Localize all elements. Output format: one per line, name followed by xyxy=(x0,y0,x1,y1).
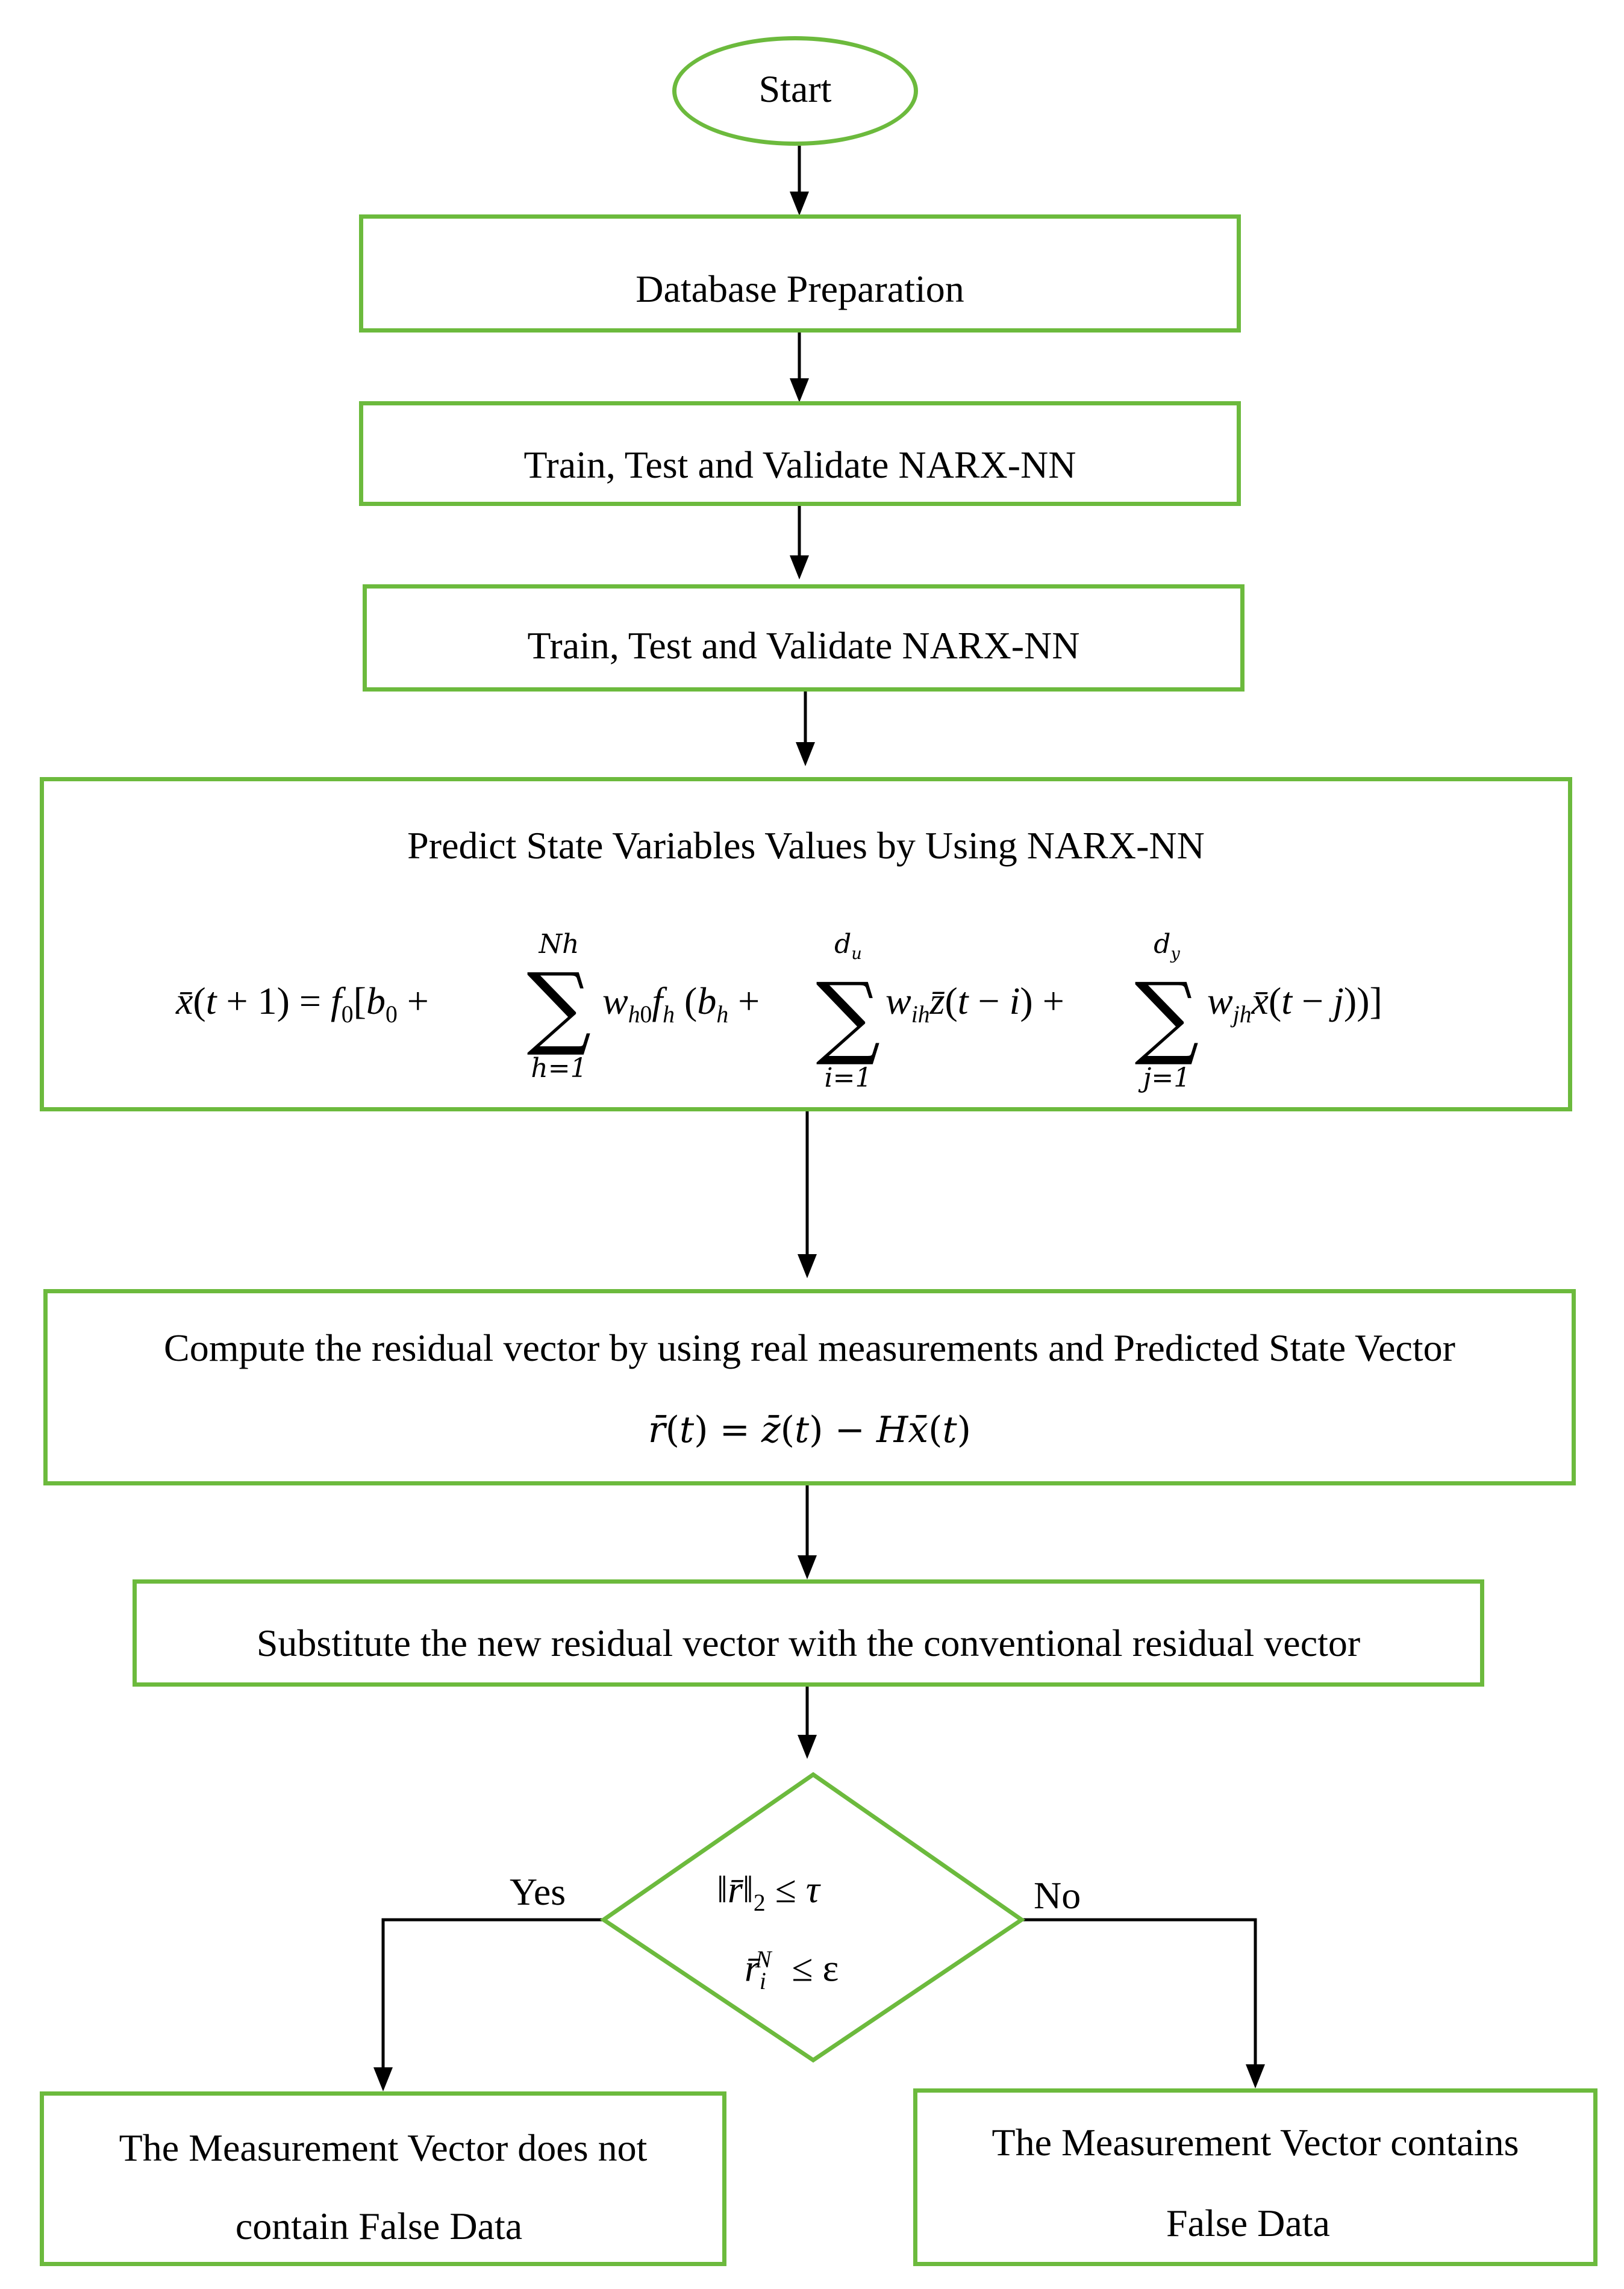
arrowhead-no xyxy=(1246,2064,1265,2088)
arrowhead-database xyxy=(790,192,809,216)
equation-part-2: wh0fh (bh + xyxy=(602,979,760,1028)
database-preparation-label: Database Preparation xyxy=(636,267,964,310)
compute-box: Compute the residual vector by using rea… xyxy=(43,1289,1576,1485)
decision-diamond xyxy=(599,1772,1026,2063)
arrowhead-predict xyxy=(796,742,815,766)
result-no-false-line-2: contain False Data xyxy=(235,2205,523,2247)
arrowhead-substitute xyxy=(798,1555,817,1579)
train-box-2: Train, Test and Validate NARX-NN xyxy=(363,584,1245,692)
arrowhead-train2 xyxy=(790,555,809,579)
residual-equation: r̄(t) = z̄(t) − Hx̄(t) xyxy=(648,1409,972,1451)
predict-title: Predict State Variables Values by Using … xyxy=(407,824,1205,867)
substitute-label: Substitute the new residual vector with … xyxy=(256,1622,1361,1664)
result-no-false-data-box: The Measurement Vector does not contain … xyxy=(40,2091,726,2266)
substitute-box: Substitute the new residual vector with … xyxy=(133,1579,1484,1687)
result-no-false-line-1: The Measurement Vector does not xyxy=(119,2126,648,2169)
result-false-line-1: The Measurement Vector contains xyxy=(992,2121,1519,2164)
sum-h: Nh∑h=1 xyxy=(526,929,592,1084)
arrow-yes-branch xyxy=(381,1918,604,2067)
train-label-1: Train, Test and Validate NARX-NN xyxy=(523,443,1076,486)
arrow-no-branch xyxy=(1022,1918,1257,2064)
result-false-data-box: The Measurement Vector contains False Da… xyxy=(913,2088,1597,2266)
yes-label: Yes xyxy=(510,1870,566,1913)
equation-part-3: wihz̄(t − i) + xyxy=(885,979,1064,1028)
equation-part-4: wjhx̄(t − j))] xyxy=(1207,979,1382,1028)
start-node: Start xyxy=(672,36,918,146)
start-label: Start xyxy=(758,67,832,110)
arrowhead-decision xyxy=(798,1735,817,1759)
result-false-line-2: False Data xyxy=(1166,2202,1330,2244)
equation-part-1: x̄(t + 1) = f0[b0 + xyxy=(176,979,429,1028)
arrowhead-compute xyxy=(798,1254,817,1278)
no-label: No xyxy=(1034,1874,1081,1917)
decision-condition-2: r̄iN ≤ ε xyxy=(745,1946,839,1995)
train-box-1: Train, Test and Validate NARX-NN xyxy=(359,401,1241,506)
sum-i: du∑i=1 xyxy=(816,929,881,1093)
train-label-2: Train, Test and Validate NARX-NN xyxy=(527,624,1080,667)
arrowhead-train1 xyxy=(790,378,809,402)
sum-j: dy∑j=1 xyxy=(1134,929,1199,1093)
database-preparation-box: Database Preparation xyxy=(359,214,1241,333)
predict-box: Predict State Variables Values by Using … xyxy=(40,777,1572,1111)
decision-condition-1: ‖r̄‖2 ≤ τ xyxy=(717,1868,820,1916)
arrowhead-yes xyxy=(373,2067,393,2091)
compute-title: Compute the residual vector by using rea… xyxy=(164,1326,1455,1369)
